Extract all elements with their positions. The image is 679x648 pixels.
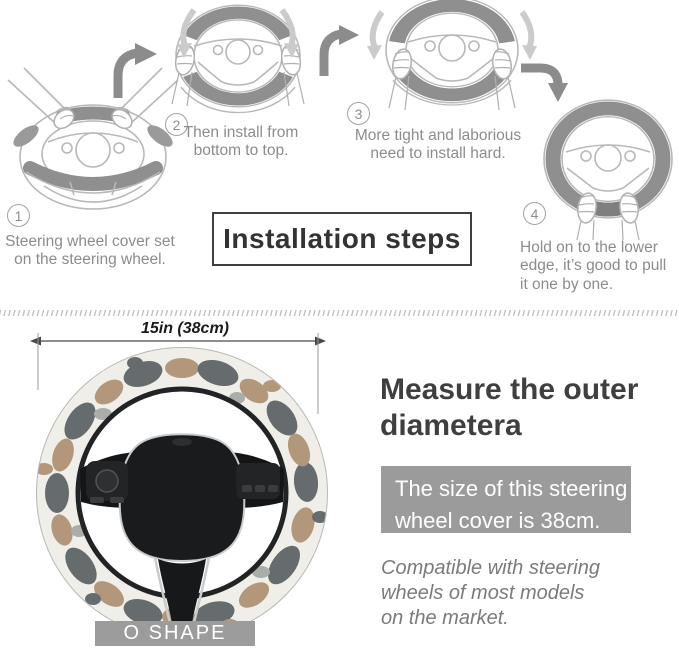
- turn-down-arrow-icon: [521, 63, 568, 102]
- wheel-center-hub: [80, 433, 284, 624]
- dimension-arrow: [30, 333, 326, 414]
- step-number-badge: 1: [7, 204, 30, 227]
- measure-heading: Measure the outer diametera: [380, 373, 639, 442]
- size-note-box: The size of this steering wheel cover is…: [381, 466, 631, 533]
- step-caption: Hold on to the lower edge, it’s good to …: [520, 239, 667, 293]
- pull-down-arrow-icon: [367, 10, 537, 60]
- installation-steps-title-box: Installation steps: [212, 212, 472, 266]
- turn-right-arrow-icon: [113, 43, 157, 98]
- installation-steps-title: Installation steps: [223, 223, 461, 254]
- pull-down-arrow-icon: [177, 8, 299, 58]
- step-number-badge: 4: [523, 202, 546, 225]
- step-caption: Steering wheel cover set on the steering…: [5, 233, 175, 269]
- step-number-badge: 2: [165, 113, 188, 136]
- step3-wheel-illustration: [367, 0, 537, 111]
- step4-wheel-illustration: [543, 99, 673, 240]
- steering-wheel-photo: [35, 346, 329, 640]
- dimension-label: 15in (38cm): [140, 320, 230, 337]
- o-shape-label: O SHAPE: [123, 622, 227, 644]
- step2-wheel-illustration: [171, 4, 305, 114]
- step-caption: More tight and laborious need to install…: [354, 127, 522, 163]
- o-shape-badge: O SHAPE: [95, 621, 255, 646]
- section-divider: [0, 310, 679, 316]
- compatibility-note: Compatible with steering wheels of most …: [381, 557, 600, 629]
- step-caption: Then install from bottom to top.: [183, 124, 299, 160]
- step-number-badge: 3: [347, 102, 370, 125]
- turn-right-arrow-icon: [319, 25, 359, 76]
- step1-wheel-illustration: [7, 67, 179, 210]
